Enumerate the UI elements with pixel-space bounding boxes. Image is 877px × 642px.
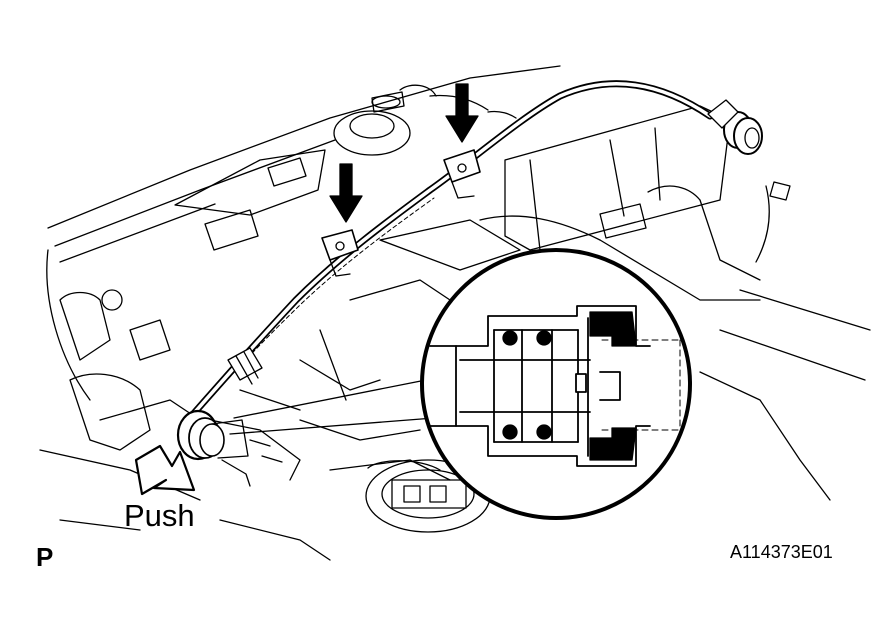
corner-mark: P	[36, 542, 54, 572]
callout-leader	[229, 417, 435, 435]
down-arrow-icon	[445, 83, 479, 143]
callout-leader	[233, 377, 437, 419]
hose-clamp	[321, 229, 359, 277]
connector-detail-magnifier	[420, 248, 692, 520]
hose-clamp	[443, 149, 481, 199]
figure-code: A114373E01	[730, 542, 833, 562]
push-label: Push	[124, 498, 195, 533]
hollow-push-arrow-icon	[134, 444, 196, 496]
fuel-hose	[184, 80, 763, 424]
down-arrow-icon	[329, 163, 363, 223]
quick-connector	[176, 409, 251, 487]
